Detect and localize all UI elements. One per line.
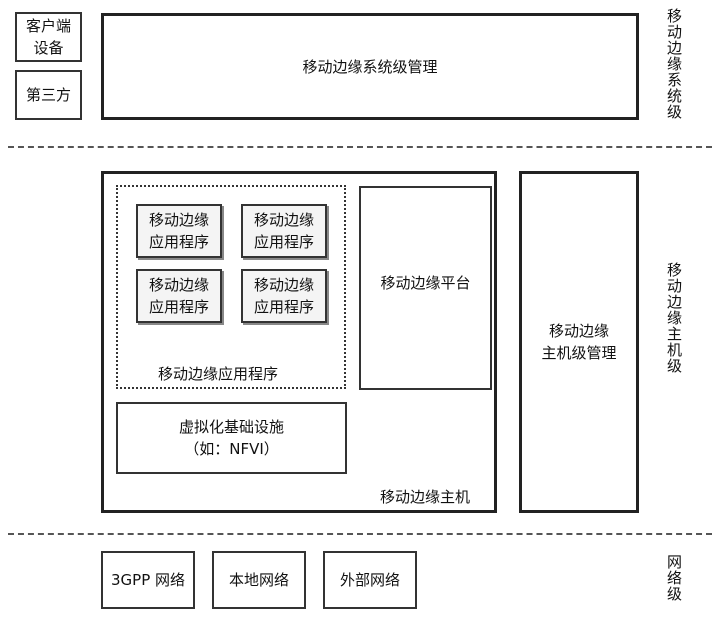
edge-app-box-3: 移动边缘 应用程序 [136,269,222,323]
apps-group-box: 移动边缘 应用程序 移动边缘 应用程序 移动边缘 应用程序 移动边缘 应用程序 … [116,185,346,389]
network-external-box: 外部网络 [323,551,417,609]
edge-app-box-2: 移动边缘 应用程序 [241,204,327,258]
edge-app-label-3-line2: 应用程序 [148,298,209,316]
mobile-edge-host-box: 移动边缘 应用程序 移动边缘 应用程序 移动边缘 应用程序 移动边缘 应用程序 … [101,171,497,513]
divider-top [8,146,712,148]
host-level-management-label-line1: 移动边缘 [548,322,609,340]
edge-app-label-2-line1: 移动边缘 [253,211,314,229]
network-external-label: 外部网络 [339,571,400,589]
host-level-management-label-line2: 主机级管理 [541,344,617,362]
client-device-box: 客户端 设备 [15,12,82,62]
apps-group-label: 移动边缘应用程序 [158,365,279,383]
system-level-management-box: 移动边缘系统级管理 [101,13,639,120]
third-party-label: 第三方 [25,86,71,104]
virtualization-infra-label-line2: （如：NFVI） [184,440,279,458]
client-device-label-line2: 设备 [33,39,64,57]
edge-app-box-4: 移动边缘 应用程序 [241,269,327,323]
host-level-label: 移动边缘主机级 [665,262,683,374]
virtualization-infra-label-line1: 虚拟化基础设施 [178,418,284,436]
edge-app-label-4-line1: 移动边缘 [253,276,314,294]
edge-app-box-1: 移动边缘 应用程序 [136,204,222,258]
network-local-box: 本地网络 [212,551,306,609]
network-3gpp-label: 3GPP 网络 [110,571,186,589]
network-3gpp-box: 3GPP 网络 [101,551,195,609]
edge-app-label-4-line2: 应用程序 [253,298,314,316]
system-level-management-label: 移动边缘系统级管理 [302,57,438,76]
edge-platform-box: 移动边缘平台 [359,186,492,390]
edge-app-label-1-line2: 应用程序 [148,233,209,251]
edge-app-label-2-line2: 应用程序 [253,233,314,251]
third-party-box: 第三方 [15,70,82,120]
virtualization-infra-box: 虚拟化基础设施 （如：NFVI） [116,402,347,474]
network-local-label: 本地网络 [228,571,289,589]
mobile-edge-host-label: 移动边缘主机 [380,488,471,506]
client-device-label-line1: 客户端 [25,17,71,35]
host-level-management-box: 移动边缘 主机级管理 [519,171,639,513]
divider-bottom [8,533,712,535]
edge-app-label-3-line1: 移动边缘 [148,276,209,294]
system-level-label: 移动边缘系统级 [665,8,683,120]
edge-app-label-1-line1: 移动边缘 [148,211,209,229]
edge-platform-label: 移动边缘平台 [380,274,471,292]
network-level-label: 网络级 [665,554,683,602]
